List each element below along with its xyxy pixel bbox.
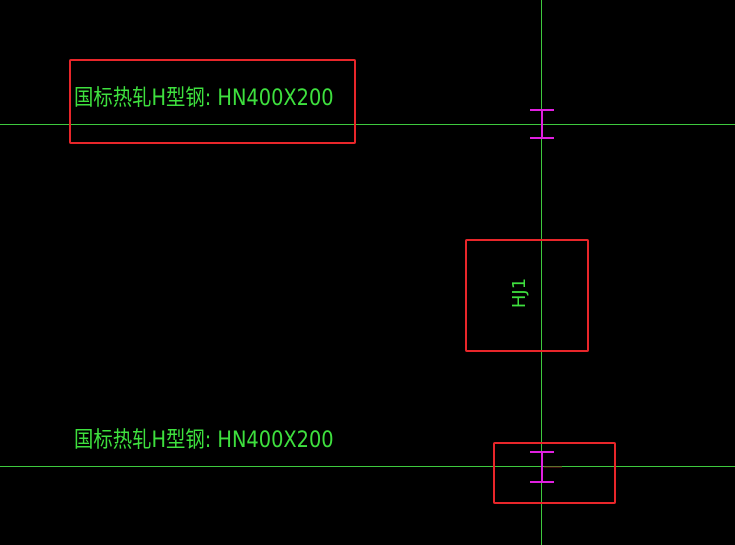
highlight-box-bottom-section (493, 442, 616, 504)
h-section-icon[interactable] (528, 108, 556, 140)
h-section-icon[interactable] (528, 450, 562, 484)
grid-line-vertical[interactable] (541, 0, 542, 545)
grid-line-horizontal-top[interactable] (0, 124, 735, 125)
highlight-box-top-label (69, 59, 356, 144)
grid-line-horizontal-bottom[interactable] (0, 466, 735, 467)
section-label-bottom[interactable]: 国标热轧H型钢: HN400X200 (74, 428, 334, 453)
section-label-top[interactable]: 国标热轧H型钢: HN400X200 (74, 86, 334, 111)
highlight-box-beam-tag (465, 239, 589, 352)
